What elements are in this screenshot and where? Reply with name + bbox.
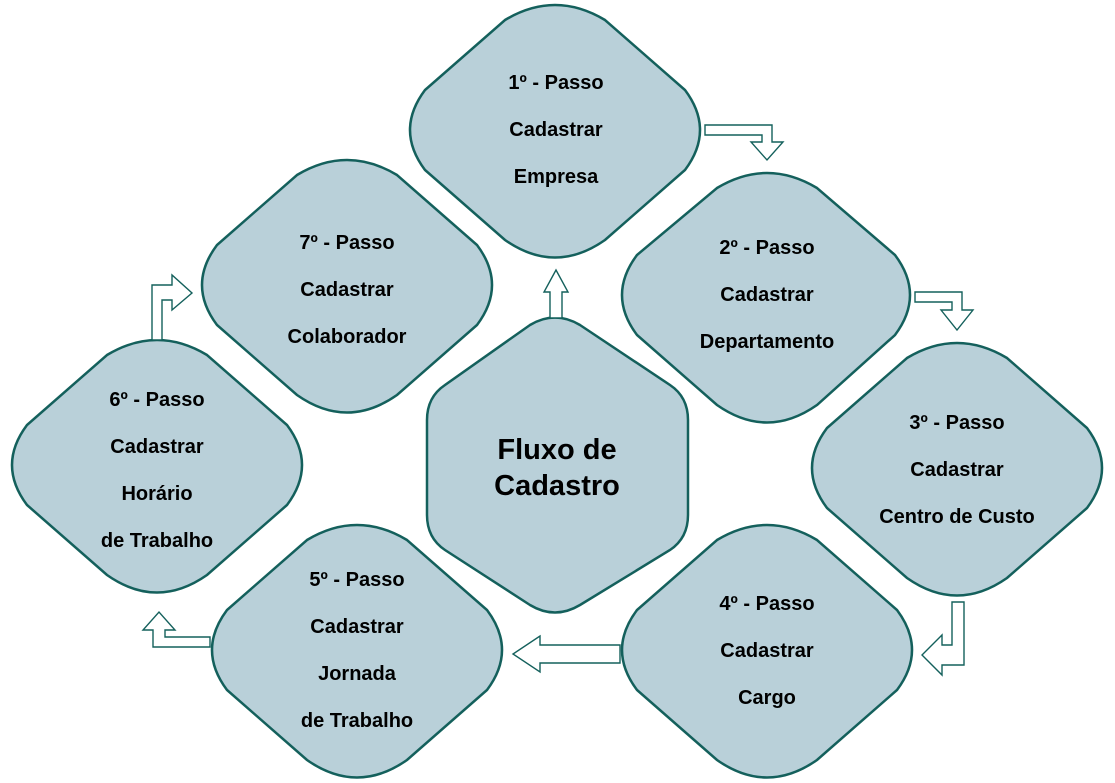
arrow-step5-to-step6 bbox=[141, 610, 211, 648]
step-6-entity-line-2: de Trabalho bbox=[100, 530, 214, 552]
step-5-shape bbox=[210, 523, 504, 779]
step-7-action: Cadastrar bbox=[300, 279, 394, 301]
step-3-entity: Centro de Custo bbox=[879, 506, 1035, 528]
arrow-center-to-step1 bbox=[542, 268, 570, 319]
step-3-action: Cadastrar bbox=[910, 459, 1004, 481]
step-1-action: Cadastrar bbox=[509, 119, 603, 141]
center-hexagon-shape bbox=[425, 316, 690, 614]
step-5-label: 5º - Passo Cadastrar Jornada de Trabalho bbox=[301, 557, 413, 745]
step-5-entity-line-2: de Trabalho bbox=[300, 710, 414, 732]
step-2-label: 2º - Passo Cadastrar Departamento bbox=[700, 225, 834, 366]
step-7-shape bbox=[200, 158, 494, 414]
step-1-entity: Empresa bbox=[513, 166, 599, 188]
center-label-line-2: Cadastro bbox=[494, 470, 620, 502]
arrow-step3-to-step4 bbox=[921, 601, 965, 677]
center-label: Fluxo de Cadastro bbox=[494, 432, 620, 504]
step-4-shape bbox=[620, 523, 914, 779]
step-1-title: 1º - Passo bbox=[508, 72, 604, 94]
step-2-action: Cadastrar bbox=[720, 284, 814, 306]
step-6-shape bbox=[10, 338, 304, 594]
step-2-entity: Departamento bbox=[699, 331, 835, 353]
step-3-label: 3º - Passo Cadastrar Centro de Custo bbox=[879, 400, 1035, 541]
arrow-step4-to-step5 bbox=[511, 634, 621, 674]
step-1-shape bbox=[408, 3, 702, 259]
step-6-title: 6º - Passo bbox=[109, 389, 205, 411]
step-5-entity-line-1: Jornada bbox=[318, 663, 396, 685]
arrow-step6-to-step7 bbox=[151, 273, 194, 341]
step-4-title: 4º - Passo bbox=[719, 593, 815, 615]
center-label-line-1: Fluxo de bbox=[497, 434, 617, 466]
arrow-step2-to-step3 bbox=[914, 291, 975, 332]
step-4-label: 4º - Passo Cadastrar Cargo bbox=[719, 581, 814, 722]
step-5-title: 5º - Passo bbox=[309, 569, 405, 591]
step-4-action: Cadastrar bbox=[720, 640, 814, 662]
step-4-entity: Cargo bbox=[738, 687, 796, 709]
step-6-entity-line-1: Horário bbox=[121, 483, 193, 505]
step-3-title: 3º - Passo bbox=[909, 412, 1005, 434]
step-2-shape bbox=[620, 171, 912, 424]
step-7-entity: Colaborador bbox=[287, 326, 407, 348]
step-7-title: 7º - Passo bbox=[299, 232, 395, 254]
step-7-label: 7º - Passo Cadastrar Colaborador bbox=[288, 220, 407, 361]
arrow-step1-to-step2 bbox=[704, 124, 785, 162]
step-5-action: Cadastrar bbox=[310, 616, 404, 638]
step-1-label: 1º - Passo Cadastrar Empresa bbox=[508, 60, 603, 201]
step-2-title: 2º - Passo bbox=[719, 237, 815, 259]
step-3-shape bbox=[810, 341, 1104, 597]
step-6-action: Cadastrar bbox=[110, 436, 204, 458]
step-6-label: 6º - Passo Cadastrar Horário de Trabalho bbox=[101, 377, 213, 565]
